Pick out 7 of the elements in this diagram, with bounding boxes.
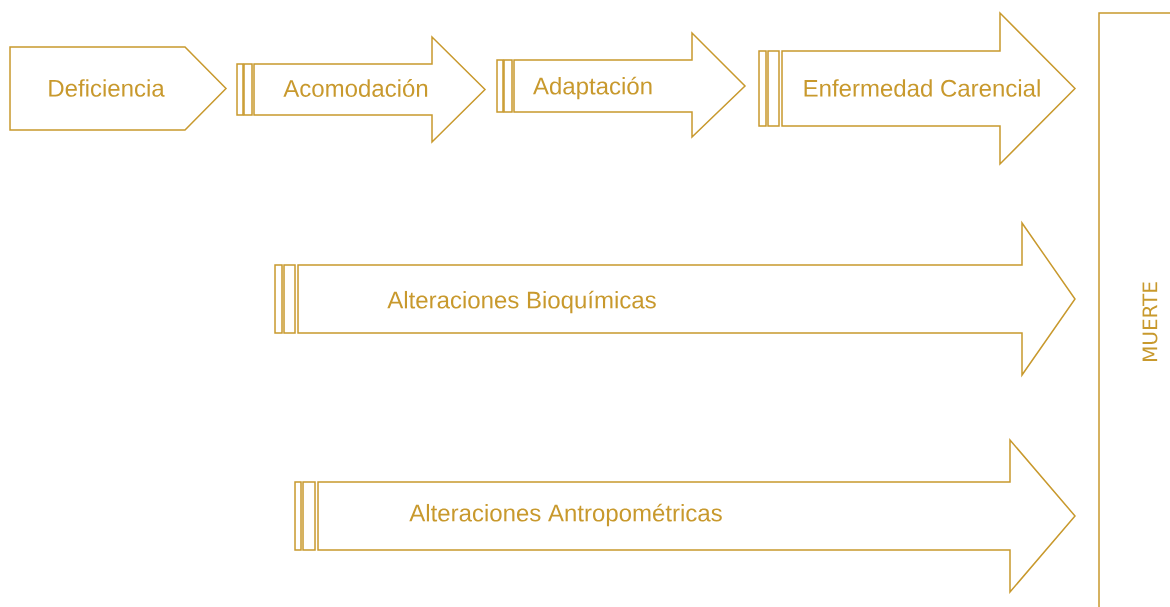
pointed-text-box: Acomodación [236, 35, 487, 144]
pointed-text-box: Alteraciones Antropométricas [294, 437, 1076, 595]
pointed-text-box: Adaptación [496, 31, 747, 139]
band-box: MUERTE [1098, 12, 1170, 607]
pentagon-box: Deficiencia [9, 46, 228, 131]
pointed-text-box: Enfermedad Carencial [758, 11, 1077, 166]
pointed-text-box: Alteraciones Bioquímicas [274, 220, 1076, 378]
